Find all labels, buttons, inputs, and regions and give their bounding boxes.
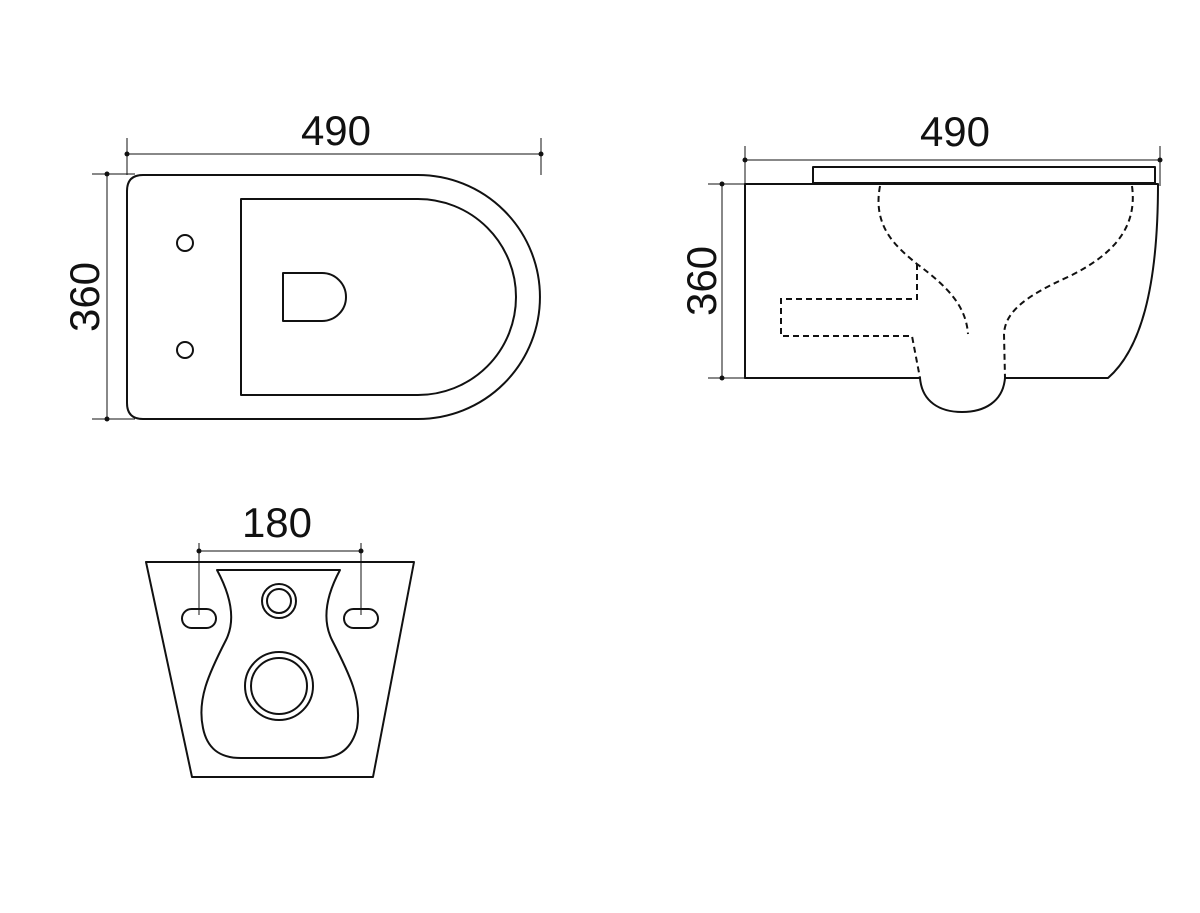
- bolt-slot-right: [343, 608, 379, 629]
- top-view-width-label: 490: [301, 107, 371, 154]
- rear-view: 180: [145, 499, 415, 778]
- dimension-tick: [104, 171, 110, 177]
- dimension-tick: [358, 548, 364, 554]
- side-view: 490 360: [678, 108, 1163, 413]
- dimension-tick: [538, 151, 544, 157]
- side-view-width-label: 490: [920, 108, 990, 155]
- dimension-tick: [196, 548, 202, 554]
- trap-inner-hidden-line: [877, 185, 969, 335]
- outlet-outline: [919, 377, 1006, 413]
- rear-view-bolt-spacing-label: 180: [242, 499, 312, 546]
- rear-body-outline: [145, 561, 415, 778]
- bowl-body-outline: [744, 183, 1159, 379]
- inlet-hidden-line: [780, 264, 921, 379]
- mounting-hole: [176, 234, 194, 252]
- side-view-height-dimension: 360: [678, 181, 750, 381]
- rear-view-bolt-dimension: 180: [196, 499, 364, 615]
- bolt-slot-left: [181, 608, 217, 629]
- seat-lid-outline: [812, 166, 1156, 184]
- seat-outline: [240, 198, 517, 396]
- top-view-height-label: 360: [61, 262, 108, 332]
- top-view-height-dimension: 360: [61, 171, 135, 422]
- top-view-width-dimension: 490: [124, 107, 544, 175]
- dimension-tick: [1157, 157, 1163, 163]
- dimension-tick: [719, 375, 725, 381]
- dimension-tick: [742, 157, 748, 163]
- mounting-hole: [176, 341, 194, 359]
- dimension-tick: [719, 181, 725, 187]
- waste-outlet-inner: [250, 657, 308, 715]
- side-view-height-label: 360: [678, 246, 725, 316]
- dimension-tick: [124, 151, 130, 157]
- rear-recess-outline: [200, 569, 360, 759]
- dimension-tick: [104, 416, 110, 422]
- water-inlet-inner: [266, 588, 292, 614]
- trap-outer-hidden-line: [1002, 185, 1134, 379]
- water-inlet-outer: [261, 583, 297, 619]
- bowl-outline: [126, 174, 541, 420]
- waste-outlet-outer: [244, 651, 314, 721]
- drain-outline: [282, 272, 347, 322]
- side-view-width-dimension: 490: [742, 108, 1163, 186]
- top-view: 490 360: [61, 107, 544, 422]
